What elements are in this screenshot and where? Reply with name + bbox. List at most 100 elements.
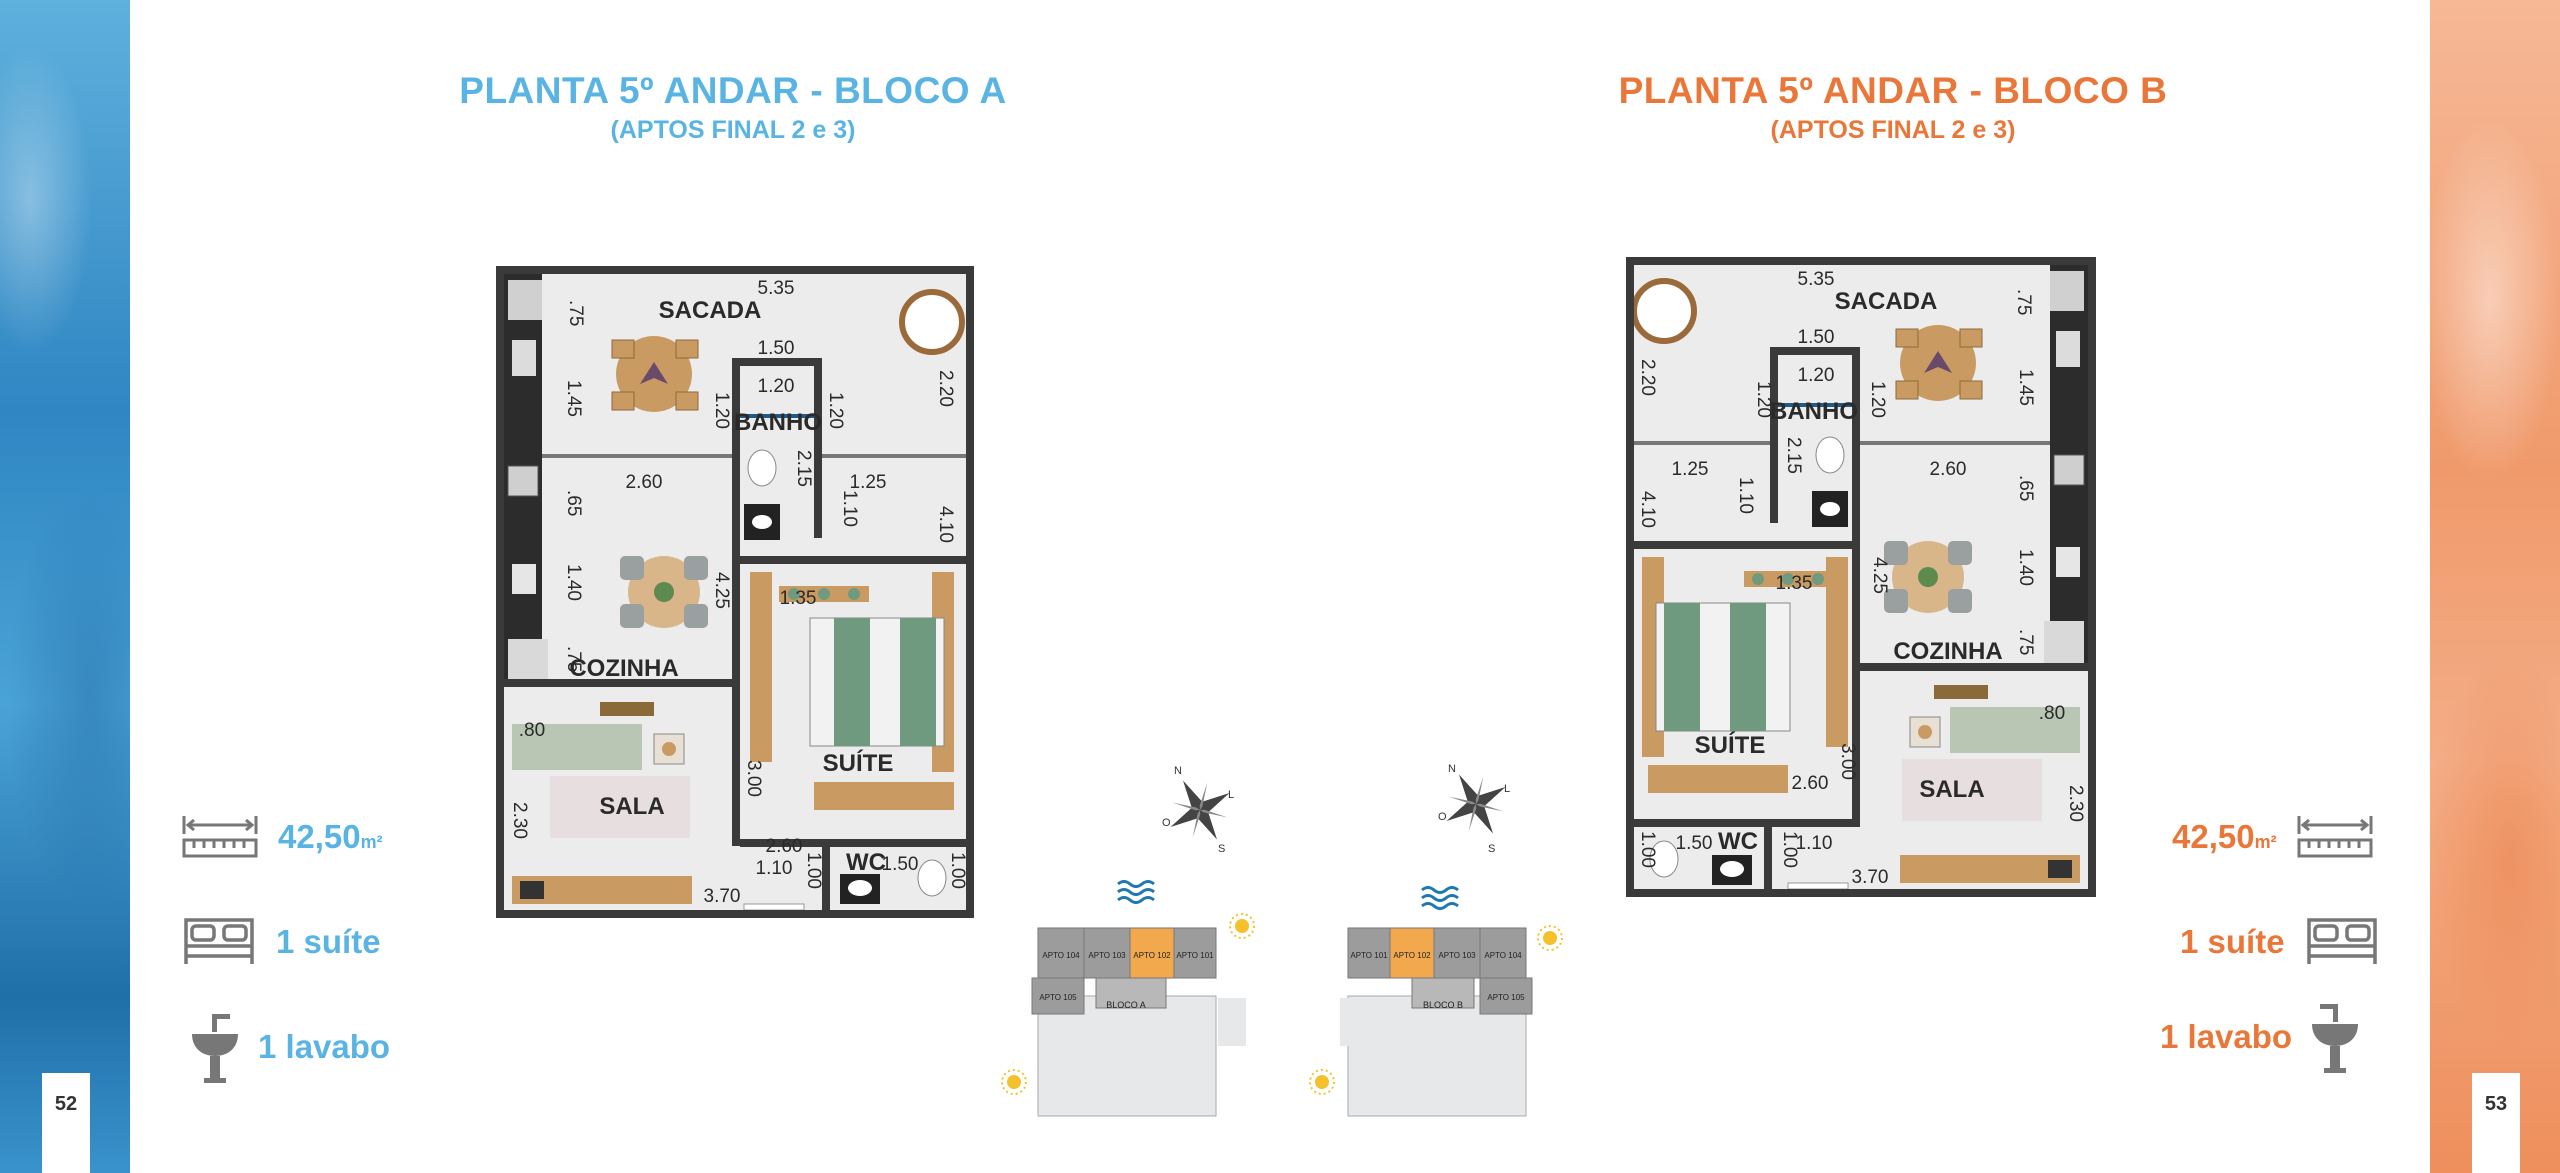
room-label-sacada: SACADA [659,297,762,324]
key-plan-unit: APTO 104 [1484,951,1522,960]
dim-label: 3.00 [1837,743,1858,780]
compass-o-label: O [1438,811,1447,823]
dim-label: .80 [519,720,545,741]
dim-label: 1.25 [1672,459,1709,480]
suites-text-a: 1 suíte [276,923,381,960]
compass-n-label: N [1174,765,1182,777]
dim-label: 4.10 [935,506,956,543]
compass-s-label: S [1488,843,1495,855]
title-block-b: PLANTA 5º ANDAR - BLOCO B (APTOS FINAL 2… [1543,70,2243,145]
sink-icon [190,1010,240,1084]
room-label-sala: SALA [599,793,664,820]
compass-n-label: N [1448,763,1456,775]
dim-label: .75 [563,646,584,672]
key-plan-unit-highlight: APTO 102 [1393,951,1431,960]
lavabo-text-a: 1 lavabo [258,1028,391,1065]
waves-icon [1421,886,1459,910]
key-plan-unit: APTO 101 [1350,951,1388,960]
dim-label: .65 [2015,475,2036,501]
key-plan-unit: APTO 105 [1487,993,1525,1002]
dim-label: 4.10 [1637,491,1658,528]
dim-label: 3.70 [1852,867,1889,888]
dim-label: .65 [563,490,584,516]
dim-label: 1.00 [803,852,824,889]
bed-icon [2303,912,2381,972]
dim-label: 1.25 [850,472,887,493]
dim-label: 1.20 [711,392,732,429]
dim-label: .75 [2013,289,2034,315]
dim-label: 1.10 [1735,477,1756,514]
dim-label: 1.00 [1779,831,1800,868]
waves-icon [1117,880,1155,904]
feature-suites-b: 1 suíte [2180,912,2381,972]
sun-icon [1001,1069,1027,1095]
room-label-banho: BANHO [734,409,822,436]
suites-text-b: 1 suíte [2180,923,2285,960]
dim-label: 2.60 [1792,773,1829,794]
dim-label: 1.35 [1776,573,1813,594]
key-plan-unit: APTO 105 [1039,993,1077,1002]
dim-label: 2.20 [935,370,956,407]
dim-label: 1.40 [2015,549,2036,586]
dim-label: 1.20 [1798,365,1835,386]
dim-label: 1.50 [1798,327,1835,348]
compass-rose-a: N L S O [1160,760,1240,861]
area-unit-b: m² [2254,832,2277,852]
key-plan-a: APTO 104 APTO 103 APTO 102 APTO 101 APTO… [996,876,1266,1125]
watercolor-left-edge [0,0,130,1173]
sun-icon [1309,1069,1335,1095]
dim-label: 1.50 [1676,833,1713,854]
dim-label: 1.10 [839,490,860,527]
dim-label: 5.35 [758,278,795,299]
page-title-b: PLANTA 5º ANDAR - BLOCO B [1618,70,2168,111]
dim-label: 1.45 [563,380,584,417]
dim-label: 1.20 [1867,381,1888,418]
dim-label: 1.20 [758,376,795,397]
key-plan-unit: APTO 101 [1176,951,1214,960]
dim-label: 3.00 [743,760,764,797]
area-unit-a: m² [360,832,383,852]
dim-label: 1.10 [756,858,793,879]
dim-label: 2.15 [793,450,814,487]
dim-label: .75 [2015,629,2036,655]
lavabo-text-b: 1 lavabo [2160,1018,2293,1055]
dim-label: 1.45 [2015,369,2036,406]
dim-label: 4.25 [711,572,732,609]
dim-label: 2.30 [2065,785,2086,822]
page-title-a: PLANTA 5º ANDAR - BLOCO A [459,70,1007,111]
key-plan-unit: APTO 103 [1088,951,1126,960]
dim-label: 2.60 [766,836,803,857]
area-value-b: 42,50 [2172,818,2255,855]
feature-lavabo-a: 1 lavabo [190,1010,390,1084]
key-plan-b: APTO 101 APTO 102 APTO 103 APTO 104 APTO… [1304,876,1574,1125]
feature-suites-a: 1 suíte [180,912,381,972]
dim-label: 1.35 [780,588,817,609]
dim-label: 1.00 [947,852,966,889]
dim-label: 1.20 [1753,381,1774,418]
dim-label: 2.60 [1930,459,1967,480]
compass-l-label: L [1228,789,1234,801]
key-plan-unit: APTO 103 [1438,951,1476,960]
page-number-right: 53 [2472,1073,2520,1173]
room-label-sala: SALA [1919,776,1984,803]
page-subtitle-b: (APTOS FINAL 2 e 3) [1770,116,2016,144]
room-label-sacada: SACADA [1835,288,1938,315]
key-plan-unit-highlight: APTO 102 [1133,951,1171,960]
compass-l-label: L [1504,783,1510,795]
room-label-cozinha: COZINHA [1893,638,2002,665]
dim-label: 2.30 [509,802,530,839]
room-label-cozinha: COZINHA [569,655,678,682]
room-label-suite: SUÍTE [1695,731,1766,759]
dim-label: 5.35 [1798,269,1835,290]
key-plan-block: BLOCO A [1106,1000,1146,1010]
dim-label: 1.10 [1796,833,1833,854]
room-label-suite: SUÍTE [823,749,894,777]
bed-icon [180,912,258,972]
sun-icon [1229,913,1255,939]
key-plan-unit: APTO 104 [1042,951,1080,960]
floor-plan-a: SACADA BANHO COZINHA SUÍTE SALA WC 5.35 … [496,266,974,918]
dim-label: 1.50 [758,338,795,359]
floor-plan-b: SACADA BANHO COZINHA SUÍTE SALA WC 5.35 … [1626,257,2096,897]
sun-icon [1537,925,1563,951]
dim-label: 2.20 [1637,359,1658,396]
